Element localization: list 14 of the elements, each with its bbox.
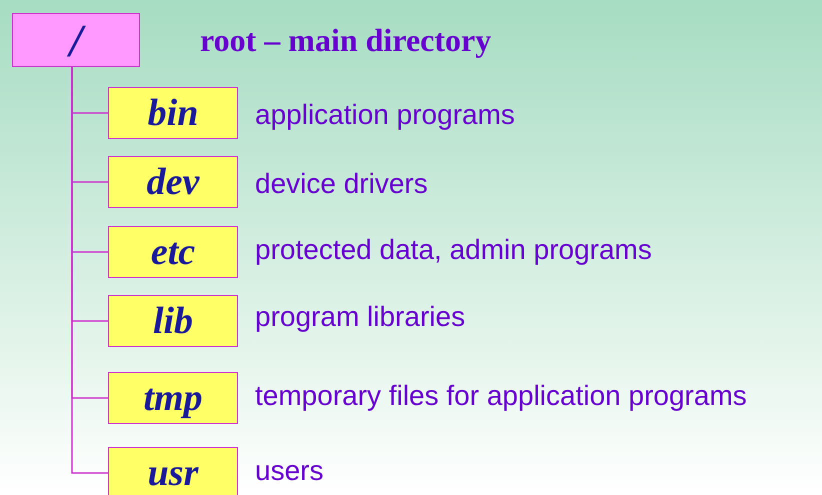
directory-description: program libraries	[255, 301, 466, 333]
directory-box: bin	[108, 87, 238, 139]
directory-description: device drivers	[255, 168, 428, 200]
directory-box: lib	[108, 295, 238, 347]
directory-description: users	[255, 455, 324, 487]
directory-box: dev	[108, 156, 238, 208]
directory-box: tmp	[108, 372, 238, 424]
directory-description: application programs	[255, 99, 515, 131]
directory-box: usr	[108, 447, 238, 495]
directory-description: protected data, admin programs	[255, 234, 652, 266]
heading-label: root – main directory	[200, 22, 492, 59]
directory-box: etc	[108, 226, 238, 278]
directory-description: temporary files for application programs	[255, 380, 747, 412]
root-directory-box: /	[12, 13, 140, 67]
